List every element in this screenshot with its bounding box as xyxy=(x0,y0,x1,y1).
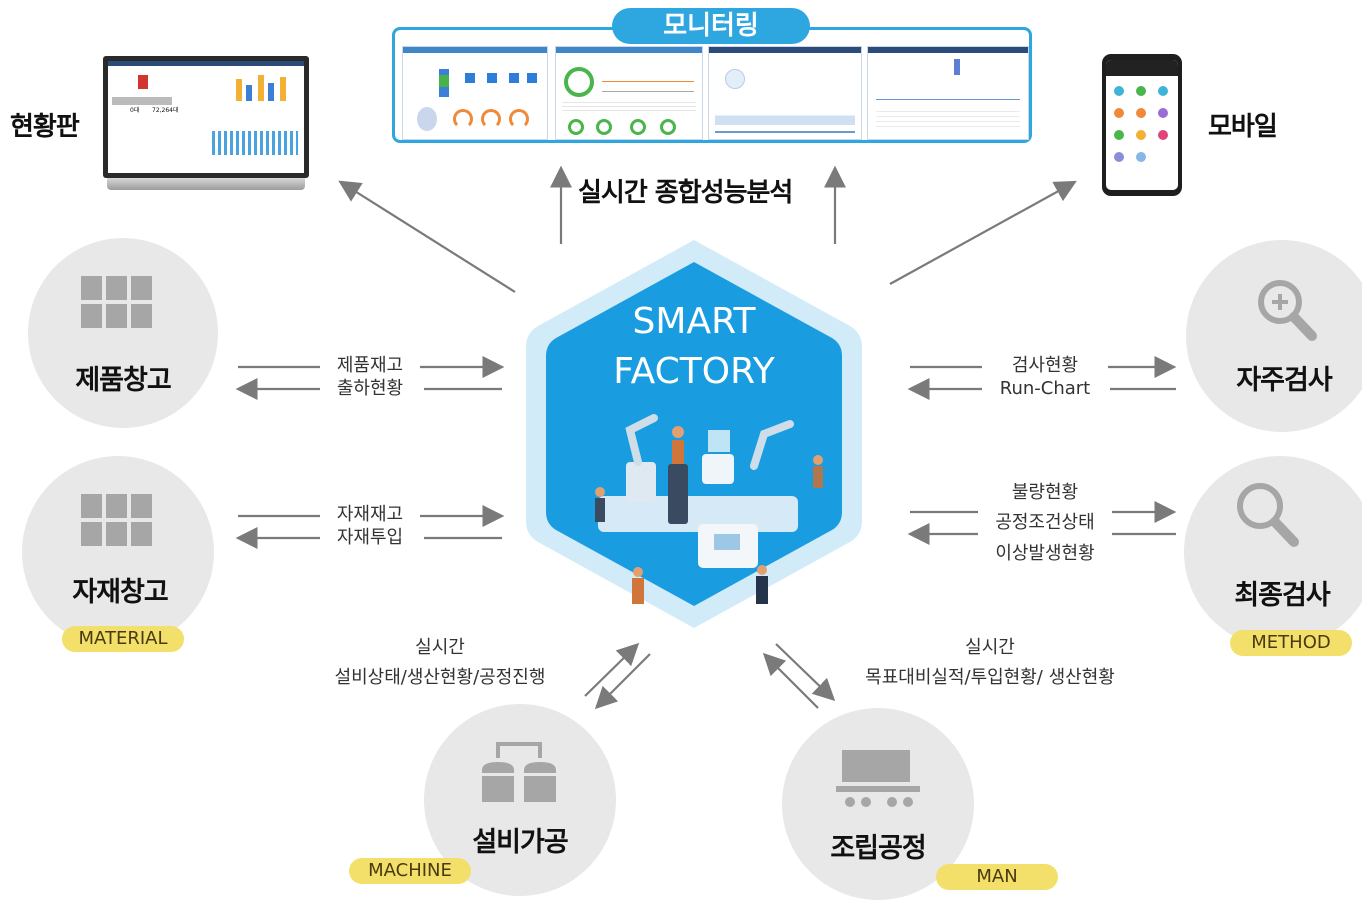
mobile-label: 모바일 xyxy=(1208,112,1278,142)
man-badge: MAN xyxy=(936,864,1058,890)
hub-title-line1: SMART xyxy=(632,301,756,342)
dashboard-value-b: 72,264대 xyxy=(152,107,179,114)
machining-flow-line2: 설비상태/생산현황/공정진행 xyxy=(334,667,546,688)
material-stock-flow: 자재재고 xyxy=(336,504,404,525)
dashboard-value-a: 0대 xyxy=(130,107,140,114)
method-badge: METHOD xyxy=(1230,630,1352,656)
assembly-flow-line1: 실시간 xyxy=(965,637,1015,658)
machine-icon xyxy=(482,742,556,802)
monitor-screen-3 xyxy=(708,46,862,140)
final-inspection-label: 최종검사 xyxy=(1234,580,1330,611)
mobile-screen xyxy=(1106,60,1178,190)
conveyor-icon xyxy=(836,750,920,807)
self-inspection-label: 자주검사 xyxy=(1236,365,1332,396)
mobile-device xyxy=(1102,54,1182,196)
product-warehouse-label: 제품창고 xyxy=(75,365,171,396)
material-warehouse-label: 자재창고 xyxy=(72,577,168,608)
material-warehouse-node xyxy=(22,456,214,648)
defect-status-flow: 불량현황 xyxy=(1011,482,1079,503)
shipment-status-flow: 출하현황 xyxy=(336,378,404,399)
realtime-analysis-label: 실시간 종합성능분석 xyxy=(578,178,793,208)
assembly-label: 조립공정 xyxy=(830,833,926,864)
monitor-screen-1 xyxy=(402,46,548,140)
search-icon xyxy=(1237,483,1299,547)
monitor-screen-2 xyxy=(555,46,703,140)
dashboard-screen: 0대 72,264대 xyxy=(108,61,304,173)
hub-title-line2: FACTORY xyxy=(613,351,775,392)
process-condition-flow: 공정조건상태 xyxy=(995,512,1095,533)
dashboard-label: 현황판 xyxy=(10,112,80,142)
run-chart-flow: Run-Chart xyxy=(999,378,1091,399)
material-badge: MATERIAL xyxy=(62,626,184,652)
monitoring-title: 모니터링 xyxy=(612,8,810,44)
dashboard-monitor: 0대 72,264대 xyxy=(103,56,309,194)
machining-flow-line1: 실시간 xyxy=(415,637,465,658)
zoom-in-icon xyxy=(1258,280,1317,341)
monitoring-panel xyxy=(392,27,1032,143)
material-input-flow: 자재투입 xyxy=(336,527,404,548)
monitor-screen-4 xyxy=(867,46,1029,140)
product-warehouse-node xyxy=(28,238,218,428)
arrow-to-mobile xyxy=(889,180,1077,285)
inspection-status-flow: 검사현황 xyxy=(1011,355,1079,376)
warehouse-grid-icon xyxy=(81,276,152,328)
anomaly-status-flow: 이상발생현황 xyxy=(995,543,1095,564)
product-stock-flow: 제품재고 xyxy=(336,355,404,376)
assembly-flow-line2: 목표대비실적/투입현황/ 생산현황 xyxy=(865,667,1115,688)
warehouse-grid-icon xyxy=(81,494,152,546)
machine-badge: MACHINE xyxy=(349,858,471,884)
self-inspection-node xyxy=(1186,240,1362,432)
arrow-to-dashboard xyxy=(338,180,516,293)
smart-factory-hub xyxy=(526,240,862,628)
machining-label: 설비가공 xyxy=(472,827,568,858)
factory-illustration xyxy=(595,414,823,604)
